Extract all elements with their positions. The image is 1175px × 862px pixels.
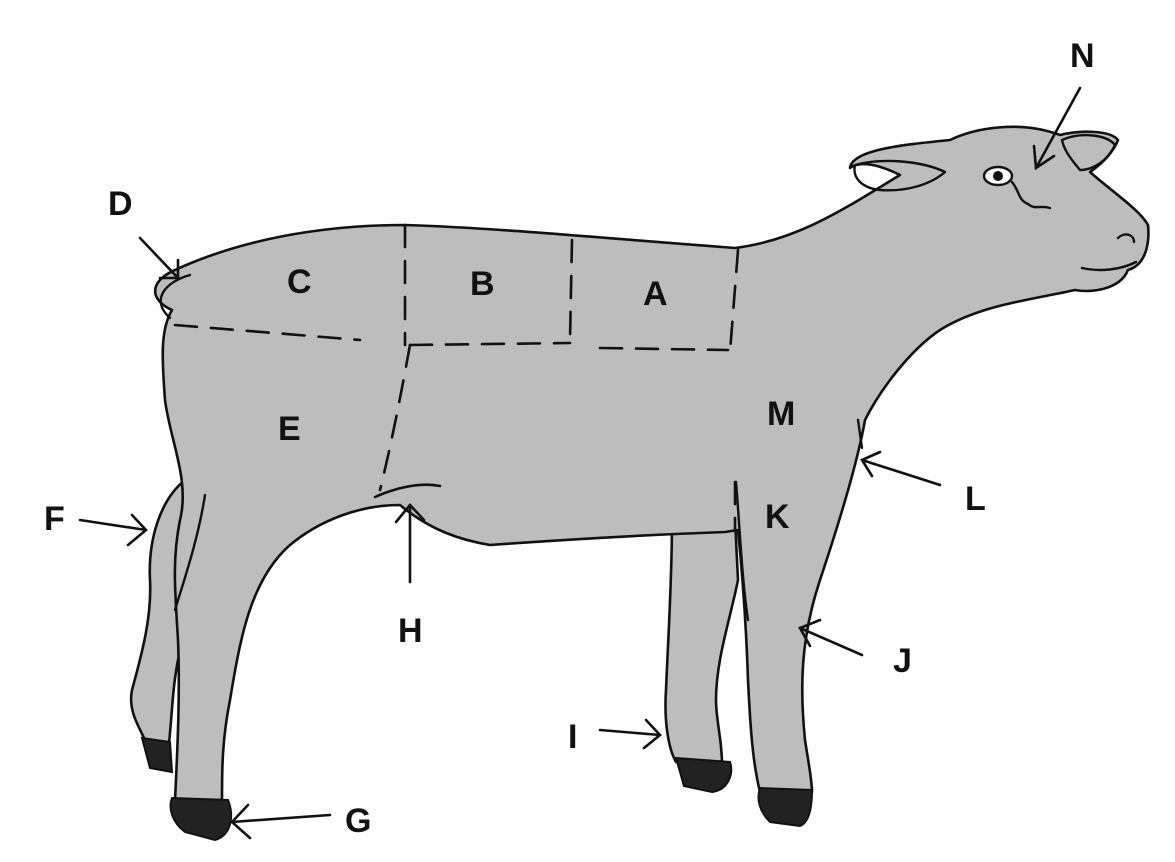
arrow-i [600,720,660,748]
label-d: D [108,185,133,223]
eye-pupil [993,171,1003,181]
arrow-j [800,620,862,655]
label-j: J [893,642,912,680]
arrow-l [862,452,940,485]
label-k: K [765,498,790,536]
far-front-leg [665,520,738,764]
label-c: C [287,263,312,301]
far-front-hoof [676,758,731,792]
arrow-f [80,515,146,545]
label-m: M [767,395,795,433]
label-g: G [345,802,371,840]
arrow-d [140,238,178,278]
label-n: N [1070,37,1095,75]
near-hind-hoof [171,798,232,840]
label-b: B [470,265,495,303]
label-h: H [398,612,423,650]
near-front-hoof [758,788,812,826]
arrow-g [232,805,330,838]
label-e: E [278,410,301,448]
far-hind-hoof [142,738,172,772]
label-f: F [44,500,65,538]
label-i: I [568,718,577,756]
label-l: L [965,480,986,518]
label-a: A [643,275,668,313]
lamb-body [155,127,1148,800]
